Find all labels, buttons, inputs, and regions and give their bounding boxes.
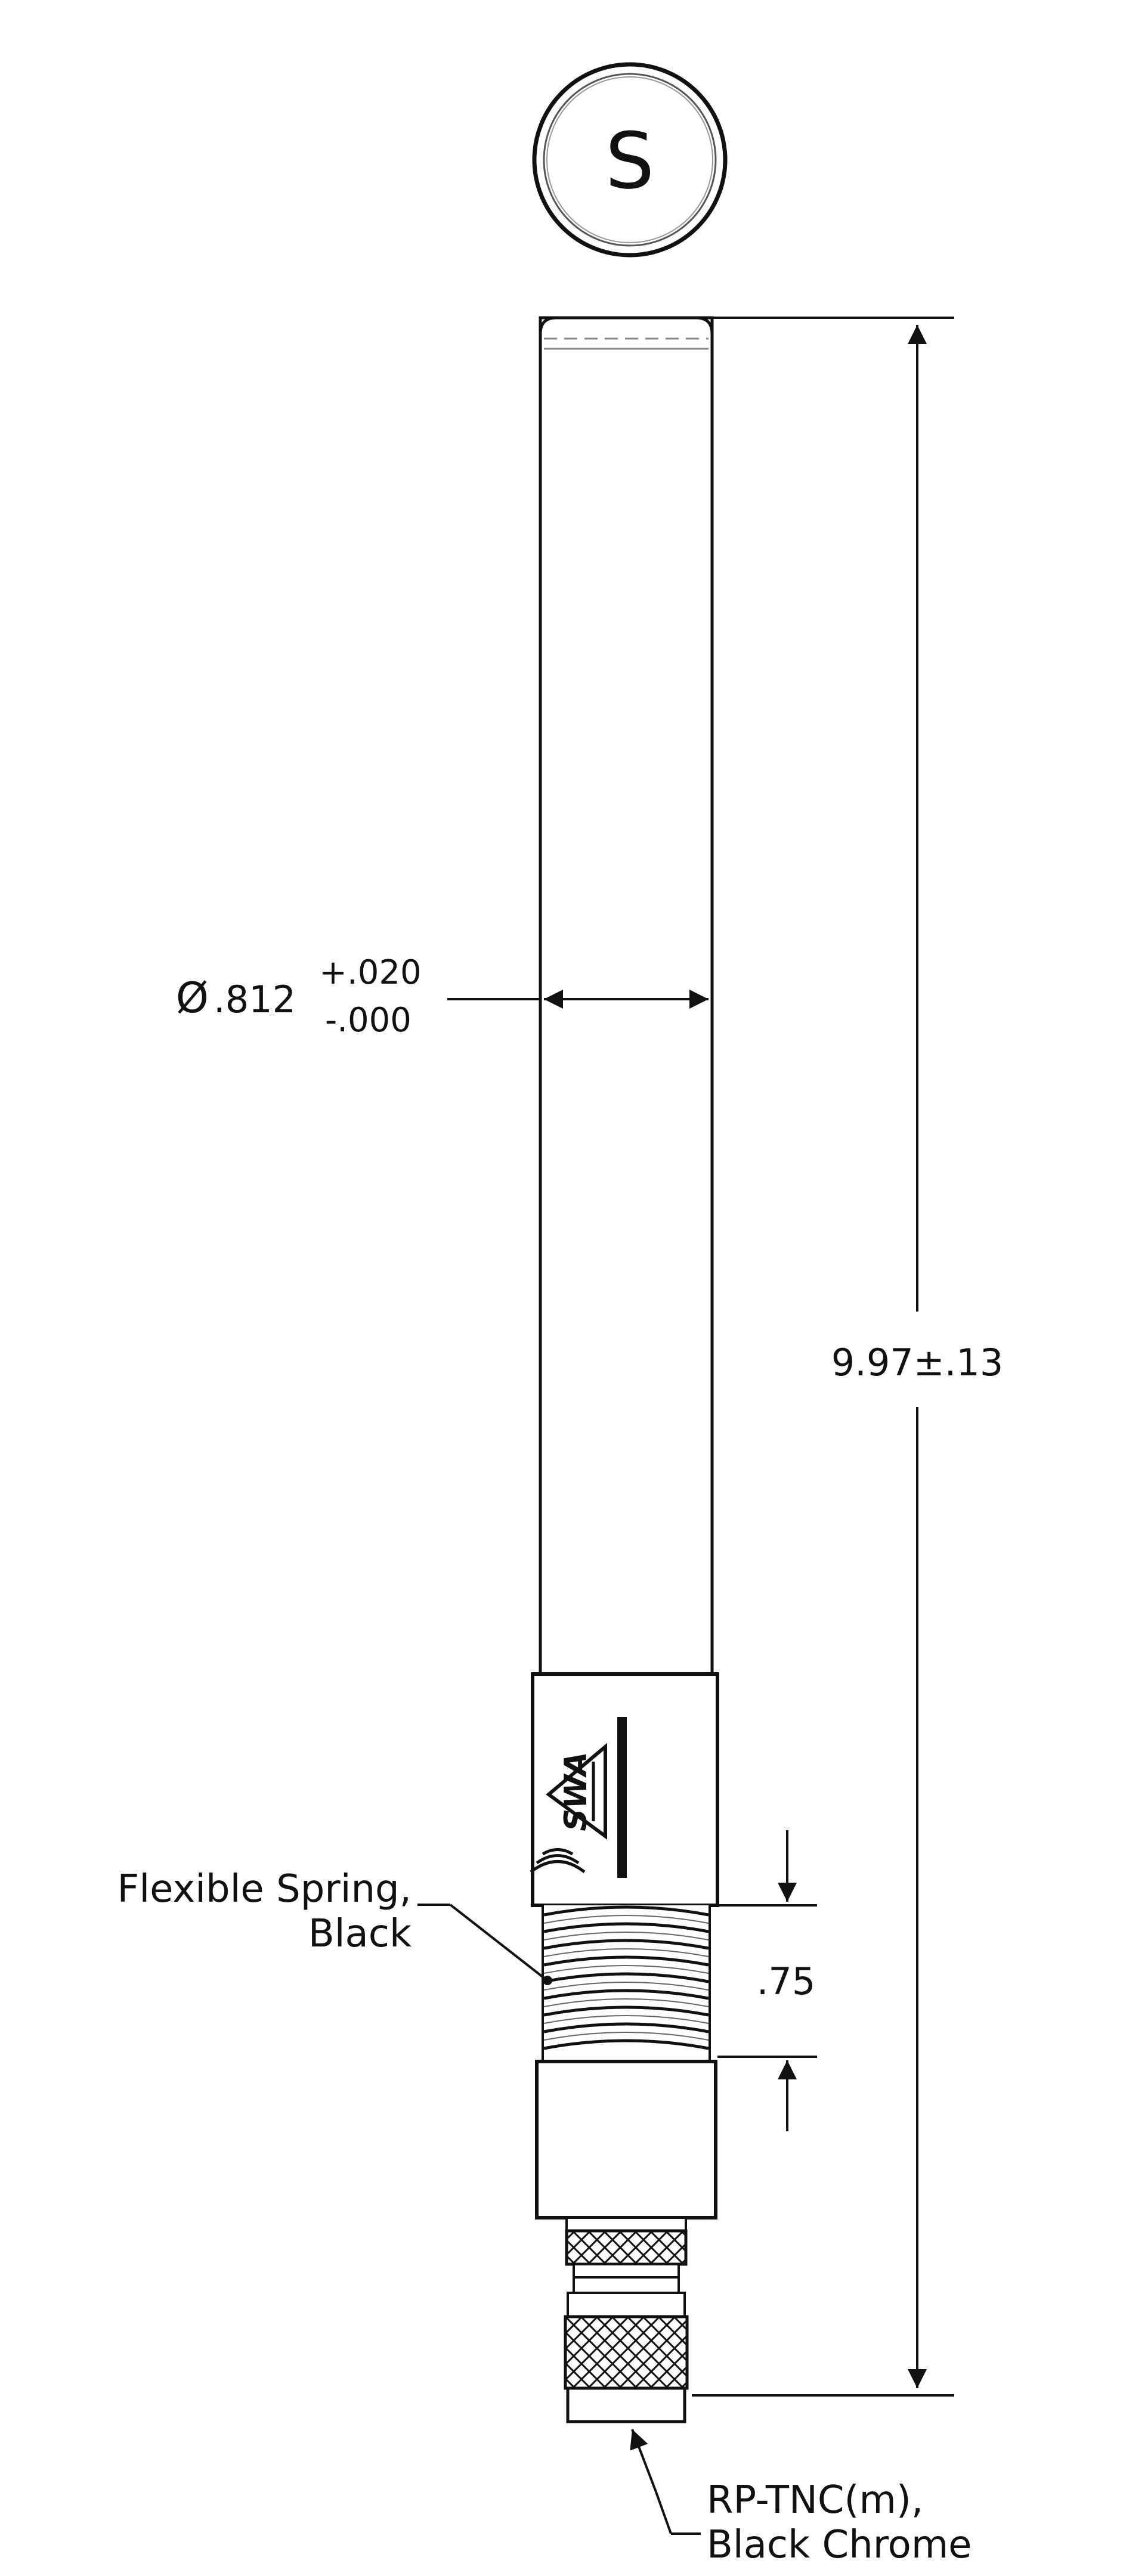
antenna-radome xyxy=(539,316,714,1678)
length-value: 9.97±.13 xyxy=(831,1341,1004,1384)
spring-length-value: .75 xyxy=(757,1960,816,2003)
connector-knurl-upper xyxy=(565,2229,688,2266)
top-view-badge: S xyxy=(532,62,728,258)
swa-logo: SWA xyxy=(530,1717,627,1878)
connector-knurl-lower xyxy=(564,2315,689,2390)
length-dimension: 9.97±.13 xyxy=(692,317,1004,2397)
logo-text: SWA xyxy=(558,1752,594,1831)
spring-callout-line1: Flexible Spring, xyxy=(117,1867,412,1911)
connector-callout-line2: Black Chrome xyxy=(707,2523,972,2567)
connector-callout-line1: RP-TNC(m), xyxy=(707,2478,923,2522)
diameter-tol-minus: -.000 xyxy=(325,1001,412,1040)
flexible-spring xyxy=(542,1905,711,2062)
diameter-symbol: Ø xyxy=(176,974,209,1022)
spring-length-dimension: .75 xyxy=(717,1830,817,2131)
spring-callout-line2: Black xyxy=(308,1912,412,1956)
badge-letter: S xyxy=(605,116,655,206)
lower-sleeve xyxy=(535,2060,717,2219)
rp-tnc-connector xyxy=(564,2217,689,2423)
spring-coils xyxy=(543,1905,709,2050)
connector-callout: RP-TNC(m), Black Chrome xyxy=(630,2429,972,2567)
diameter-dimension: Ø .812 +.020 -.000 xyxy=(176,953,709,1040)
diameter-tol-plus: +.020 xyxy=(319,953,422,992)
diameter-nominal: .812 xyxy=(214,978,296,1021)
spring-callout: Flexible Spring, Black xyxy=(117,1867,552,1985)
